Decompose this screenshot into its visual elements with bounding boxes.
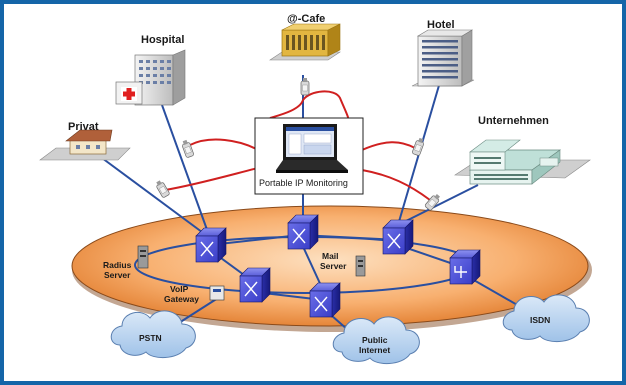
hotel-building-icon: [411, 29, 475, 87]
privat-label: Privat: [68, 121, 99, 133]
house-icon: [39, 129, 131, 161]
switch-icon: [195, 227, 227, 263]
radius-label-1: Radius: [103, 260, 132, 270]
monitoring-panel: [254, 117, 364, 195]
isdn-label: ISDN: [530, 315, 550, 325]
switch-icon: [239, 267, 271, 303]
mail-label-2: Server: [320, 261, 347, 271]
company-building-icon: [454, 139, 591, 185]
cafe-label: @-Cafe: [287, 13, 325, 25]
radius-server-icon: [137, 245, 149, 269]
internet-label-1: Public: [362, 335, 388, 345]
isdn-cloud-icon: [502, 294, 590, 342]
switch-icon: [287, 214, 319, 250]
switch-icon: [382, 219, 414, 255]
pstn-label: PSTN: [139, 333, 162, 343]
radius-label-2: Server: [104, 270, 131, 280]
switch-icon: [309, 282, 341, 318]
hotel-label: Hotel: [427, 19, 455, 31]
isdn-switch-icon: [449, 249, 481, 285]
cafe-building-icon: [269, 23, 341, 61]
voip-gateway-icon: [209, 285, 225, 301]
monitoring-label: Portable IP Monitoring: [259, 178, 348, 188]
unternehmen-label: Unternehmen: [478, 115, 549, 127]
hospital-label: Hospital: [141, 34, 184, 46]
mail-label-1: Mail: [322, 251, 339, 261]
red-links: [164, 90, 431, 201]
hospital-building-icon: [115, 49, 186, 106]
pstn-cloud-icon: [110, 310, 196, 358]
voip-label-2: Gateway: [164, 294, 199, 304]
mail-server-icon: [355, 255, 366, 277]
internet-label-2: Internet: [359, 345, 390, 355]
voip-label-1: VoIP: [170, 284, 189, 294]
internet-cloud-icon: [332, 316, 420, 364]
